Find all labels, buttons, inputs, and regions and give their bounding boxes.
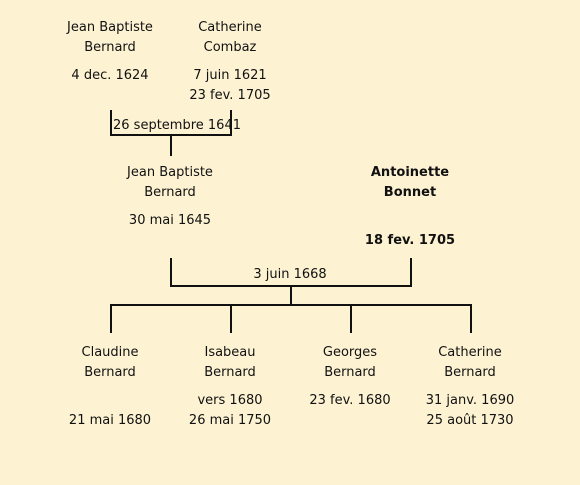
person-gen2-mother: Antoinette Bonnet 18 fev. 1705: [335, 163, 485, 251]
descent-line: [170, 134, 172, 156]
last-name: Bernard: [324, 365, 376, 380]
bracket-left-drop: [110, 110, 112, 136]
last-name: Bernard: [204, 365, 256, 380]
child-drop-2: [230, 304, 232, 333]
person-gen2-father: Jean Baptiste Bernard 30 mai 1645: [95, 163, 245, 231]
death-date: 25 août 1730: [426, 413, 514, 428]
marriage-date-gen2: 3 juin 1668: [230, 267, 350, 283]
last-name: Bernard: [84, 40, 136, 55]
child-drop-1: [110, 304, 112, 333]
first-name: Catherine: [198, 20, 262, 35]
person-gen1-father: Jean Baptiste Bernard 4 dec. 1624: [35, 18, 185, 86]
birth-date: vers 1680: [197, 393, 263, 408]
bracket-right-drop: [410, 258, 412, 287]
person-child-3: Georges Bernard 23 fev. 1680: [275, 343, 425, 411]
birth-date: 23 fev. 1680: [309, 393, 391, 408]
marriage-date-gen1: 26 septembre 1641: [113, 118, 241, 134]
person-gen1-mother: Catherine Combaz 7 juin 1621 23 fev. 170…: [155, 18, 305, 106]
first-name: Antoinette: [370, 165, 450, 180]
first-name: Claudine: [81, 345, 139, 360]
first-name: Isabeau: [204, 345, 256, 360]
last-name: Combaz: [203, 40, 257, 55]
person-child-1: Claudine Bernard 21 mai 1680: [35, 343, 185, 431]
person-child-4: Catherine Bernard 31 janv. 1690 25 août …: [395, 343, 545, 431]
birth-date: 21 mai 1680: [68, 413, 152, 428]
descent-line: [290, 285, 292, 306]
death-date: 26 mai 1750: [188, 413, 272, 428]
first-name: Jean Baptiste: [127, 165, 213, 180]
children-bar: [110, 304, 472, 306]
bracket-right-drop: [230, 110, 232, 136]
last-name: Bonnet: [383, 185, 437, 200]
birth-date: 31 janv. 1690: [425, 393, 515, 408]
death-date: 23 fev. 1705: [189, 88, 271, 103]
first-name: Georges: [322, 345, 378, 360]
birth-date: 30 mai 1645: [128, 213, 212, 228]
first-name: Jean Baptiste: [67, 20, 153, 35]
last-name: Bernard: [444, 365, 496, 380]
first-name: Catherine: [438, 345, 502, 360]
child-drop-3: [350, 304, 352, 333]
last-name: Bernard: [84, 365, 136, 380]
last-name: Bernard: [144, 185, 196, 200]
child-drop-4: [470, 304, 472, 333]
death-date: 18 fev. 1705: [364, 233, 456, 248]
birth-date: 7 juin 1621: [193, 68, 267, 83]
person-child-2: Isabeau Bernard vers 1680 26 mai 1750: [155, 343, 305, 431]
bracket-left-drop: [170, 258, 172, 287]
birth-date: 4 dec. 1624: [71, 68, 149, 83]
